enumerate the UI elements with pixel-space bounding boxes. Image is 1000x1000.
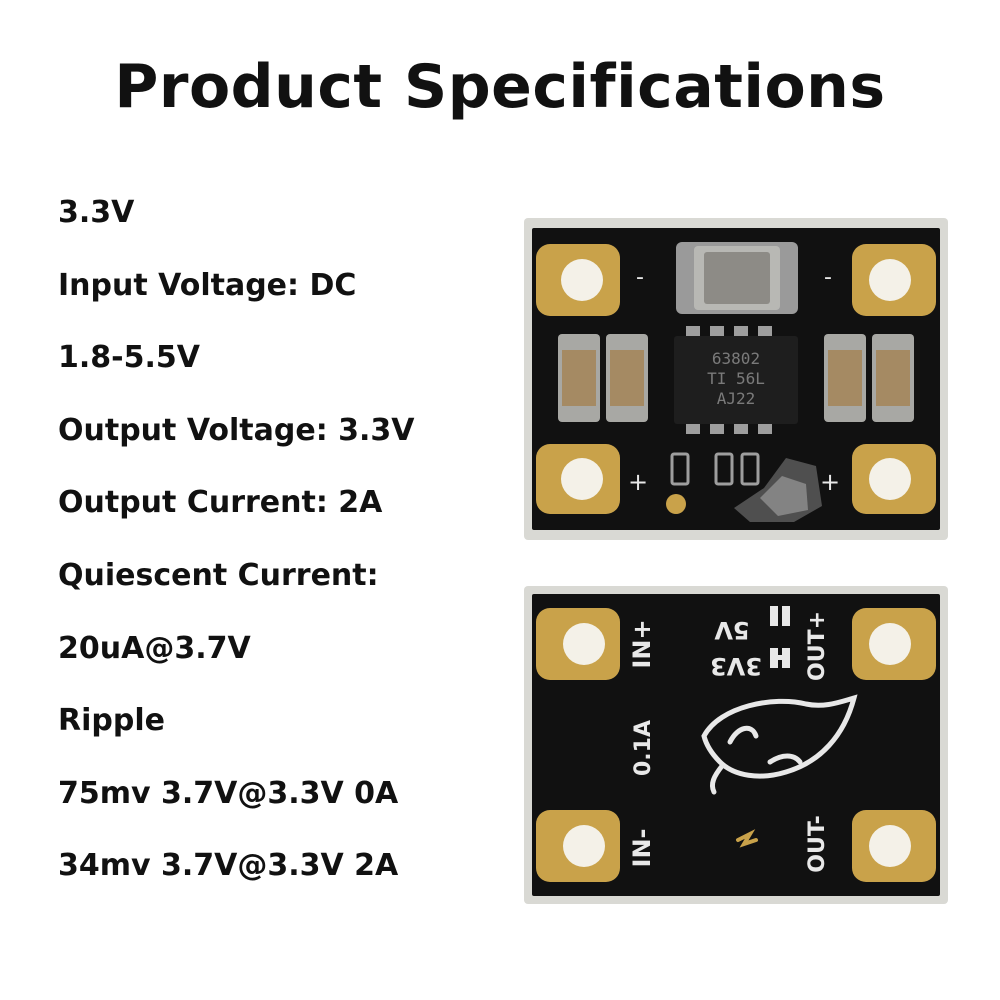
inductor: [676, 242, 798, 314]
silk-label-in-minus: IN-: [628, 829, 656, 868]
pad-mark: +: [628, 468, 648, 496]
silk-label-5v: 5V: [714, 616, 750, 644]
lightning-icon: [736, 829, 758, 848]
pcb-board: [532, 594, 940, 896]
spec-line: 3.3V: [58, 195, 135, 230]
pad-mark: +: [820, 468, 840, 496]
chip-marking: 63802: [712, 349, 760, 368]
spec-line: Quiescent Current:: [58, 557, 379, 593]
pcb-top-photo: - - + +: [524, 218, 948, 540]
capacitor-left-2: [606, 334, 648, 422]
page-title: Product Specifications: [114, 52, 886, 122]
leaf-logo: [701, 694, 858, 795]
capacitor-left-1: [558, 334, 600, 422]
capacitor-right-1: [824, 334, 866, 422]
spec-line: 34mv 3.7V@3.3V 2A: [58, 848, 399, 884]
silk-label-current: 0.1A: [631, 720, 656, 776]
spec-list: 3.3V Input Voltage: DC 1.8-5.5V Output V…: [58, 192, 415, 918]
jumper-pads: [770, 606, 790, 668]
pcb-top-svg: - - + +: [524, 218, 948, 540]
ic-chip: 63802 TI 56L AJ22: [674, 326, 798, 434]
silk-label-out-minus: OUT-: [805, 815, 830, 872]
spec-line: Ripple: [58, 703, 165, 739]
capacitor-right-2: [872, 334, 914, 422]
spec-line: 75mv 3.7V@3.3V 0A: [58, 775, 399, 811]
spec-line: Output Voltage: 3.3V: [58, 412, 415, 448]
chip-marking: TI 56L: [707, 369, 765, 388]
pad-bottom-right: [852, 810, 936, 882]
spec-line: Output Current: 2A: [58, 485, 383, 521]
silk-label-in-plus: IN+: [628, 619, 656, 668]
pad-top-right: [852, 244, 936, 316]
spec-line: 20uA@3.7V: [58, 630, 251, 666]
pad-bottom-right: [852, 444, 936, 514]
silk-label-out-plus: OUT+: [805, 611, 830, 681]
pad-top-right: [852, 608, 936, 680]
pcb-bottom-photo: IN+ IN- 5V 3V3 OUT+ OUT- 0.1A: [524, 586, 948, 904]
pad-mark: -: [636, 265, 644, 290]
pad-bottom-left: [536, 810, 620, 882]
chip-marking: AJ22: [717, 389, 756, 408]
pcb-bottom-svg: IN+ IN- 5V 3V3 OUT+ OUT- 0.1A: [524, 586, 948, 904]
pad-top-left: [536, 608, 620, 680]
spec-line: Input Voltage: DC: [58, 267, 357, 303]
small-components: [666, 452, 822, 522]
silk-label-3v3: 3V3: [710, 652, 762, 680]
pad-bottom-left: [536, 444, 620, 514]
pad-top-left: [536, 244, 620, 316]
pad-mark: -: [824, 265, 832, 290]
spec-line: 1.8-5.5V: [58, 340, 200, 376]
